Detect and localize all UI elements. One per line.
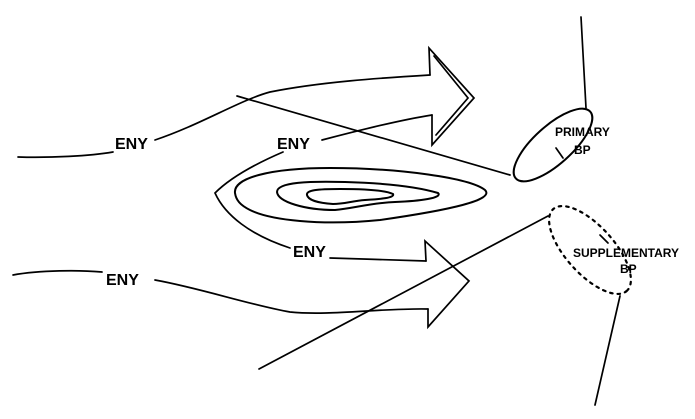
contour-outer	[233, 166, 488, 224]
eny-upper-left-tail	[17, 151, 114, 159]
lower-arrow	[154, 238, 471, 330]
upper-arrow-head-inner	[433, 55, 470, 136]
eny-label-middle: ENY	[293, 244, 326, 261]
contour-group	[233, 166, 488, 224]
contour-inner	[306, 187, 395, 206]
primary-bp-left-line	[236, 95, 511, 176]
eny-lower-left-tail	[12, 269, 103, 276]
lower-arrow-body-bottom	[154, 279, 429, 314]
primary-bp	[236, 16, 594, 183]
eny-connectors	[12, 151, 291, 276]
lower-arrow-body-top	[329, 257, 427, 262]
lower-arrow-head	[424, 238, 471, 330]
upper-arrow-body-bottom	[321, 114, 433, 141]
primary-bp-label-line1: PRIMARY	[555, 125, 610, 139]
supplementary-bp-label-line1: SUPPLEMENTARY	[573, 246, 679, 260]
eny-label-upper-middle: ENY	[277, 136, 310, 153]
supplementary-bp-bottom-line	[594, 295, 621, 406]
supplementary-bp-ellipse	[548, 204, 632, 296]
primary-bp-tick	[555, 147, 564, 159]
supplementary-bp	[258, 204, 632, 406]
eny-label-upper-left: ENY	[115, 136, 148, 153]
upper-arrow-head-outer	[428, 45, 476, 148]
upper-arrow-body-top	[154, 74, 431, 141]
supplementary-bp-tick	[599, 234, 609, 244]
primary-bp-ellipse	[512, 107, 594, 183]
supplementary-bp-left-line	[258, 215, 549, 370]
contour-middle	[275, 180, 440, 212]
supplementary-bp-label-line2: BP	[620, 262, 637, 276]
eny-upper-middle-tail	[213, 151, 291, 249]
primary-bp-top-line	[580, 16, 587, 109]
primary-bp-label-line2: BP	[574, 143, 591, 157]
eny-label-lower-left: ENY	[106, 272, 139, 289]
upper-arrow	[154, 45, 476, 148]
